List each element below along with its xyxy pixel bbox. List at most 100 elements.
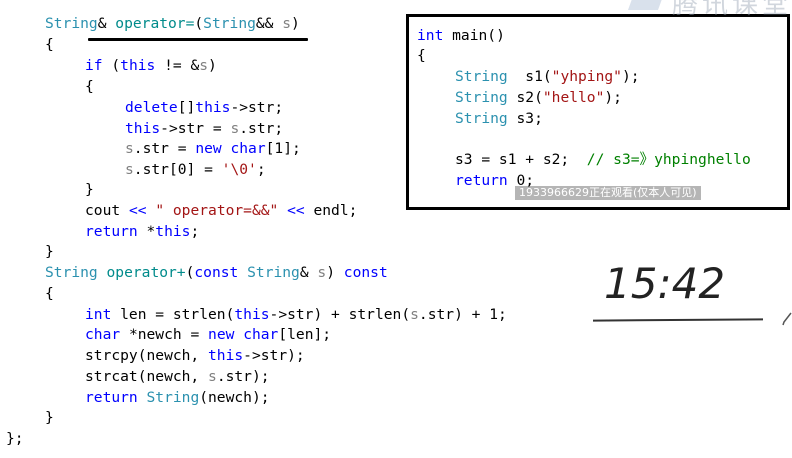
token: operator+ bbox=[106, 264, 186, 281]
token: s bbox=[125, 161, 134, 178]
code-line-brace-open-1: { bbox=[45, 35, 54, 55]
token: & bbox=[97, 15, 116, 32]
token: operator= bbox=[115, 15, 195, 32]
token: .str[0] = bbox=[133, 161, 222, 178]
code-line-cout-line: cout << " operator=&&" << endl; bbox=[85, 201, 357, 221]
token: " operator=&&" bbox=[155, 202, 279, 219]
token: '\0' bbox=[221, 161, 257, 178]
token: != & bbox=[155, 57, 200, 74]
code-line-if-this-not-s: if (this != &s) bbox=[85, 56, 217, 76]
timestamp-text: 15:42 bbox=[604, 259, 725, 306]
token bbox=[455, 130, 464, 147]
token: this bbox=[120, 57, 156, 74]
token: main() bbox=[443, 27, 505, 44]
popup-line-decl-s1: String s1("yhping"); bbox=[455, 67, 640, 87]
code-line-brace-open-3: { bbox=[45, 284, 54, 304]
token: .str) + 1; bbox=[418, 306, 507, 323]
platform-logo: 腾讯课堂 bbox=[627, 0, 792, 20]
token: this bbox=[234, 306, 270, 323]
token: ); bbox=[621, 68, 640, 85]
code-line-strcpy-line: strcpy(newch, this->str); bbox=[85, 346, 305, 366]
token: ; bbox=[256, 161, 266, 178]
token: char bbox=[243, 326, 279, 343]
token: * bbox=[137, 223, 156, 240]
token: String bbox=[203, 15, 256, 32]
token: s3 = s1 + s2; bbox=[455, 151, 587, 168]
token: const bbox=[343, 264, 388, 281]
signature-underline bbox=[88, 38, 308, 41]
token: // s3=》yhpinghello bbox=[586, 151, 751, 168]
token: char bbox=[85, 326, 121, 343]
token: ( bbox=[194, 15, 204, 32]
token: ) bbox=[291, 15, 300, 32]
token: "yhping" bbox=[551, 68, 622, 85]
token: { bbox=[85, 78, 94, 95]
token: ) bbox=[326, 264, 344, 281]
code-line-return-string: return String(newch); bbox=[85, 388, 270, 408]
token: ->str) + strlen( bbox=[269, 306, 411, 323]
token: this bbox=[195, 99, 231, 116]
token: [len]; bbox=[278, 326, 332, 343]
token: .str = bbox=[133, 140, 196, 157]
token: ->str = bbox=[160, 120, 231, 137]
popup-line-decl-s3: String s3; bbox=[455, 109, 543, 129]
token: }; bbox=[6, 430, 24, 447]
token: if bbox=[85, 57, 103, 74]
token: String bbox=[455, 68, 508, 85]
token: 0; bbox=[507, 172, 535, 189]
token: String bbox=[45, 15, 98, 32]
token: s1( bbox=[507, 68, 552, 85]
token: new bbox=[208, 326, 235, 343]
token: } bbox=[45, 409, 54, 426]
token: { bbox=[45, 285, 54, 302]
token: len = strlen( bbox=[111, 306, 235, 323]
token: } bbox=[85, 181, 94, 198]
popup-line-decl-s2: String s2("hello"); bbox=[455, 88, 622, 108]
token: s bbox=[410, 306, 419, 323]
token: ->str; bbox=[230, 99, 284, 116]
token: && bbox=[255, 15, 283, 32]
code-line-strcat-line: strcat(newch, s.str); bbox=[85, 367, 270, 387]
code-line-brace-close-2: } bbox=[85, 180, 94, 200]
logo-text: 腾讯课堂 bbox=[672, 0, 792, 20]
code-line-int-len: int len = strlen(this->str) + strlen(s.s… bbox=[85, 305, 507, 325]
token: strcat(newch, bbox=[85, 368, 209, 385]
token: s bbox=[317, 264, 327, 281]
token: *newch = bbox=[120, 326, 209, 343]
token: String bbox=[146, 389, 200, 406]
token: return bbox=[85, 223, 138, 240]
popup-line-main-brace-open: { bbox=[417, 46, 426, 66]
popup-line-assign-s3: s3 = s1 + s2; // s3=》yhpinghello bbox=[455, 150, 751, 170]
token: .str); bbox=[216, 368, 270, 385]
token: [] bbox=[177, 99, 196, 116]
token: new bbox=[195, 140, 222, 157]
token: (newch); bbox=[199, 389, 270, 406]
code-line-new-char-1: s.str = new char[1]; bbox=[125, 139, 301, 159]
token: s bbox=[125, 140, 134, 157]
code-line-class-end: }; bbox=[6, 429, 24, 449]
token: s3; bbox=[507, 110, 543, 127]
token: int bbox=[417, 27, 444, 44]
token: char bbox=[230, 140, 266, 157]
token: String bbox=[247, 264, 300, 281]
token: s bbox=[199, 57, 209, 74]
logo-mark-icon bbox=[627, 0, 667, 10]
token bbox=[147, 202, 156, 219]
token: ); bbox=[604, 89, 622, 106]
token: [1]; bbox=[265, 140, 301, 157]
token: String bbox=[45, 264, 98, 281]
token: ( bbox=[102, 57, 121, 74]
token: delete bbox=[125, 99, 178, 116]
code-line-return-this: return *this; bbox=[85, 222, 199, 242]
token: this bbox=[125, 120, 161, 137]
main-function-popup: int main(){String s1("yhping");String s2… bbox=[406, 14, 790, 210]
token: this bbox=[155, 223, 191, 240]
token: return bbox=[85, 389, 138, 406]
token bbox=[138, 389, 147, 406]
token: int bbox=[85, 306, 112, 323]
token: { bbox=[45, 36, 54, 53]
token: } bbox=[45, 243, 54, 260]
code-line-operator-plus-signature: String operator+(const String& s) const bbox=[45, 263, 388, 283]
token: s2( bbox=[507, 89, 543, 106]
